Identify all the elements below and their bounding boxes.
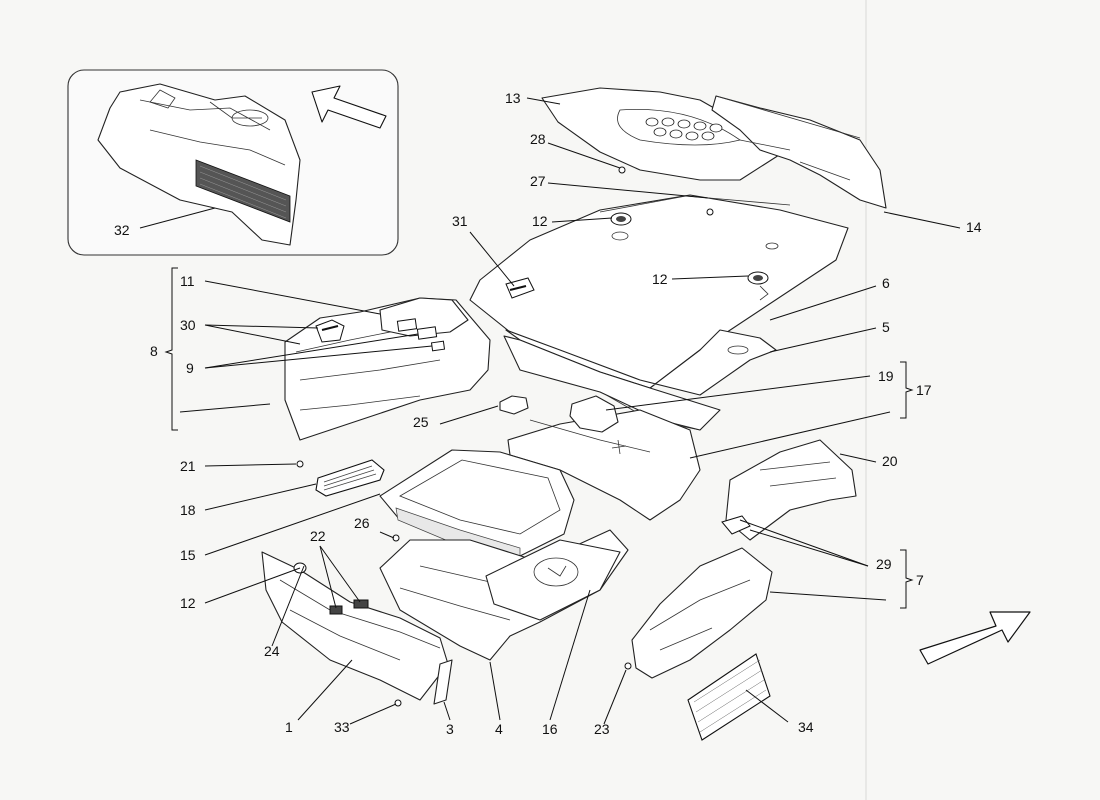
label-26: 26: [354, 515, 370, 531]
label-33: 33: [334, 719, 350, 735]
brace-17: [900, 361, 914, 419]
callout-labels: 13 28 27 12 31 12 6 5 14 11 30 8 9 21 18…: [150, 90, 982, 737]
cover-25: [499, 395, 529, 415]
parcel-shelf: [541, 87, 887, 209]
sill-edge-3: [433, 659, 453, 705]
inset-net-mesh: [195, 159, 291, 223]
access-cover-19: [569, 395, 619, 433]
label-6: 6: [882, 275, 890, 291]
clip-23: [624, 662, 632, 670]
arrow-up-left-icon: [311, 85, 387, 129]
spare-well-16: [485, 539, 621, 621]
label-17: 17: [916, 382, 932, 398]
label-34: 34: [798, 719, 814, 735]
floor-handle-31: [505, 277, 535, 299]
arrow-up-right-icon: [919, 611, 1031, 665]
brace-7: [900, 549, 914, 609]
label-1: 1: [285, 719, 293, 735]
label-12-upper: 12: [532, 213, 548, 229]
brace-8: [164, 267, 178, 431]
screw-27: [706, 208, 714, 216]
label-29: 29: [876, 556, 892, 572]
floor-tray-4: [379, 529, 629, 661]
speaker-holes: [645, 117, 723, 141]
rear-shelf-14: [711, 95, 887, 209]
floor-carpet-5: [503, 329, 777, 431]
screw-33: [394, 699, 402, 707]
rear-shelf-13: [541, 87, 791, 181]
label-24: 24: [264, 643, 280, 659]
sill-panel-1: [261, 551, 453, 707]
label-8: 8: [150, 343, 158, 359]
floor-carpet-17: [499, 395, 701, 521]
label-19: 19: [878, 368, 894, 384]
label-11: 11: [180, 273, 195, 289]
clip-21: [296, 460, 304, 468]
clip-12-upper: [610, 212, 632, 226]
clip-12-middle: [747, 271, 769, 285]
label-9: 9: [186, 360, 194, 376]
label-12-middle: 12: [652, 271, 668, 287]
cargo-net-34: [687, 653, 771, 741]
label-30: 30: [180, 317, 196, 333]
clip-22: [353, 599, 369, 609]
left-side-trim-8: [284, 297, 491, 441]
trim-vent-9-a: [416, 326, 438, 340]
label-23: 23: [594, 721, 610, 737]
label-32: 32: [114, 222, 130, 238]
label-13: 13: [505, 90, 521, 106]
label-27: 27: [530, 173, 546, 189]
label-21: 21: [180, 458, 196, 474]
trim-vent-9-b: [430, 340, 446, 352]
label-15: 15: [180, 547, 196, 563]
label-22: 22: [310, 528, 326, 544]
label-14: 14: [966, 219, 982, 235]
label-7: 7: [916, 572, 924, 588]
inset-detail: 32: [67, 69, 399, 256]
trim-tab-30: [315, 319, 345, 343]
label-5: 5: [882, 319, 890, 335]
label-3: 3: [446, 721, 454, 737]
label-20: 20: [882, 453, 898, 469]
label-28: 28: [530, 131, 546, 147]
trim-tab-29: [721, 515, 751, 535]
label-12-lower: 12: [180, 595, 196, 611]
screw-28: [618, 166, 626, 174]
label-31: 31: [452, 213, 468, 229]
label-25: 25: [413, 414, 429, 430]
vent-grille-18: [315, 459, 385, 497]
label-18: 18: [180, 502, 196, 518]
right-side-trim-7: [624, 439, 857, 679]
label-16: 16: [542, 721, 558, 737]
label-4: 4: [495, 721, 503, 737]
trunk-floor-6: [469, 166, 849, 389]
leader-lines: [179, 97, 961, 725]
